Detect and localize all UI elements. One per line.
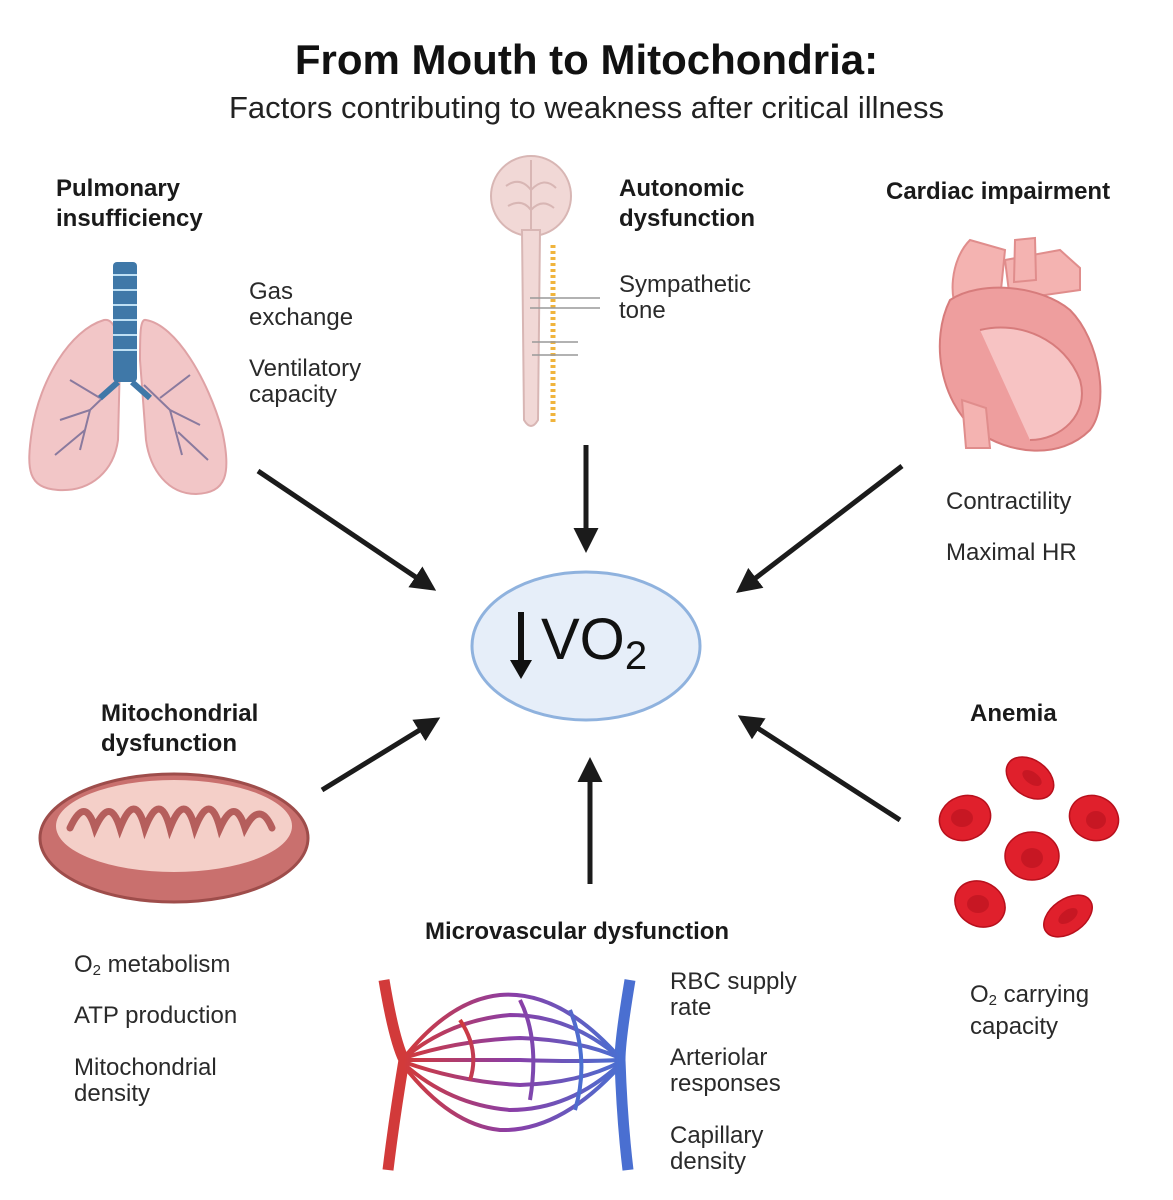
cardiac-item-maximal-hr: Maximal HR	[946, 539, 1077, 566]
arrow-pulmonary	[256, 468, 437, 591]
arrow-cardiac	[736, 464, 904, 594]
mitochondrion-icon	[38, 772, 310, 904]
arrows	[256, 445, 904, 884]
microvascular-heading: Microvascular dysfunction	[425, 918, 730, 945]
mitochondrial-item-o2-metabolism: O2 metabolism	[74, 951, 231, 980]
arrow-mitochondrial	[320, 717, 441, 793]
lungs-icon	[28, 262, 228, 496]
heart-icon	[938, 236, 1102, 452]
page-subtitle: Factors contributing to weakness after c…	[228, 90, 944, 125]
brain-spinal-cord-icon	[490, 155, 600, 427]
cardiac-item-contractility: Contractility	[946, 488, 1072, 515]
down-arrow-icon	[510, 612, 532, 679]
vo2-ellipse	[470, 570, 702, 722]
red-blood-cells-icon	[938, 756, 1120, 938]
capillary-network-icon	[378, 979, 636, 1171]
cardiac-heading: Cardiac impairment	[886, 178, 1111, 205]
arrow-anemia	[737, 715, 902, 823]
page-title: From Mouth to Mitochondria:	[294, 36, 879, 83]
vo2-label: VO2	[541, 607, 648, 678]
anemia-heading: Anemia	[970, 700, 1057, 727]
mitochondrial-item-atp-production: ATP production	[74, 1002, 238, 1029]
anemia-item-o2-carrying-capacity: O2 carrying capacity	[970, 981, 1090, 1040]
